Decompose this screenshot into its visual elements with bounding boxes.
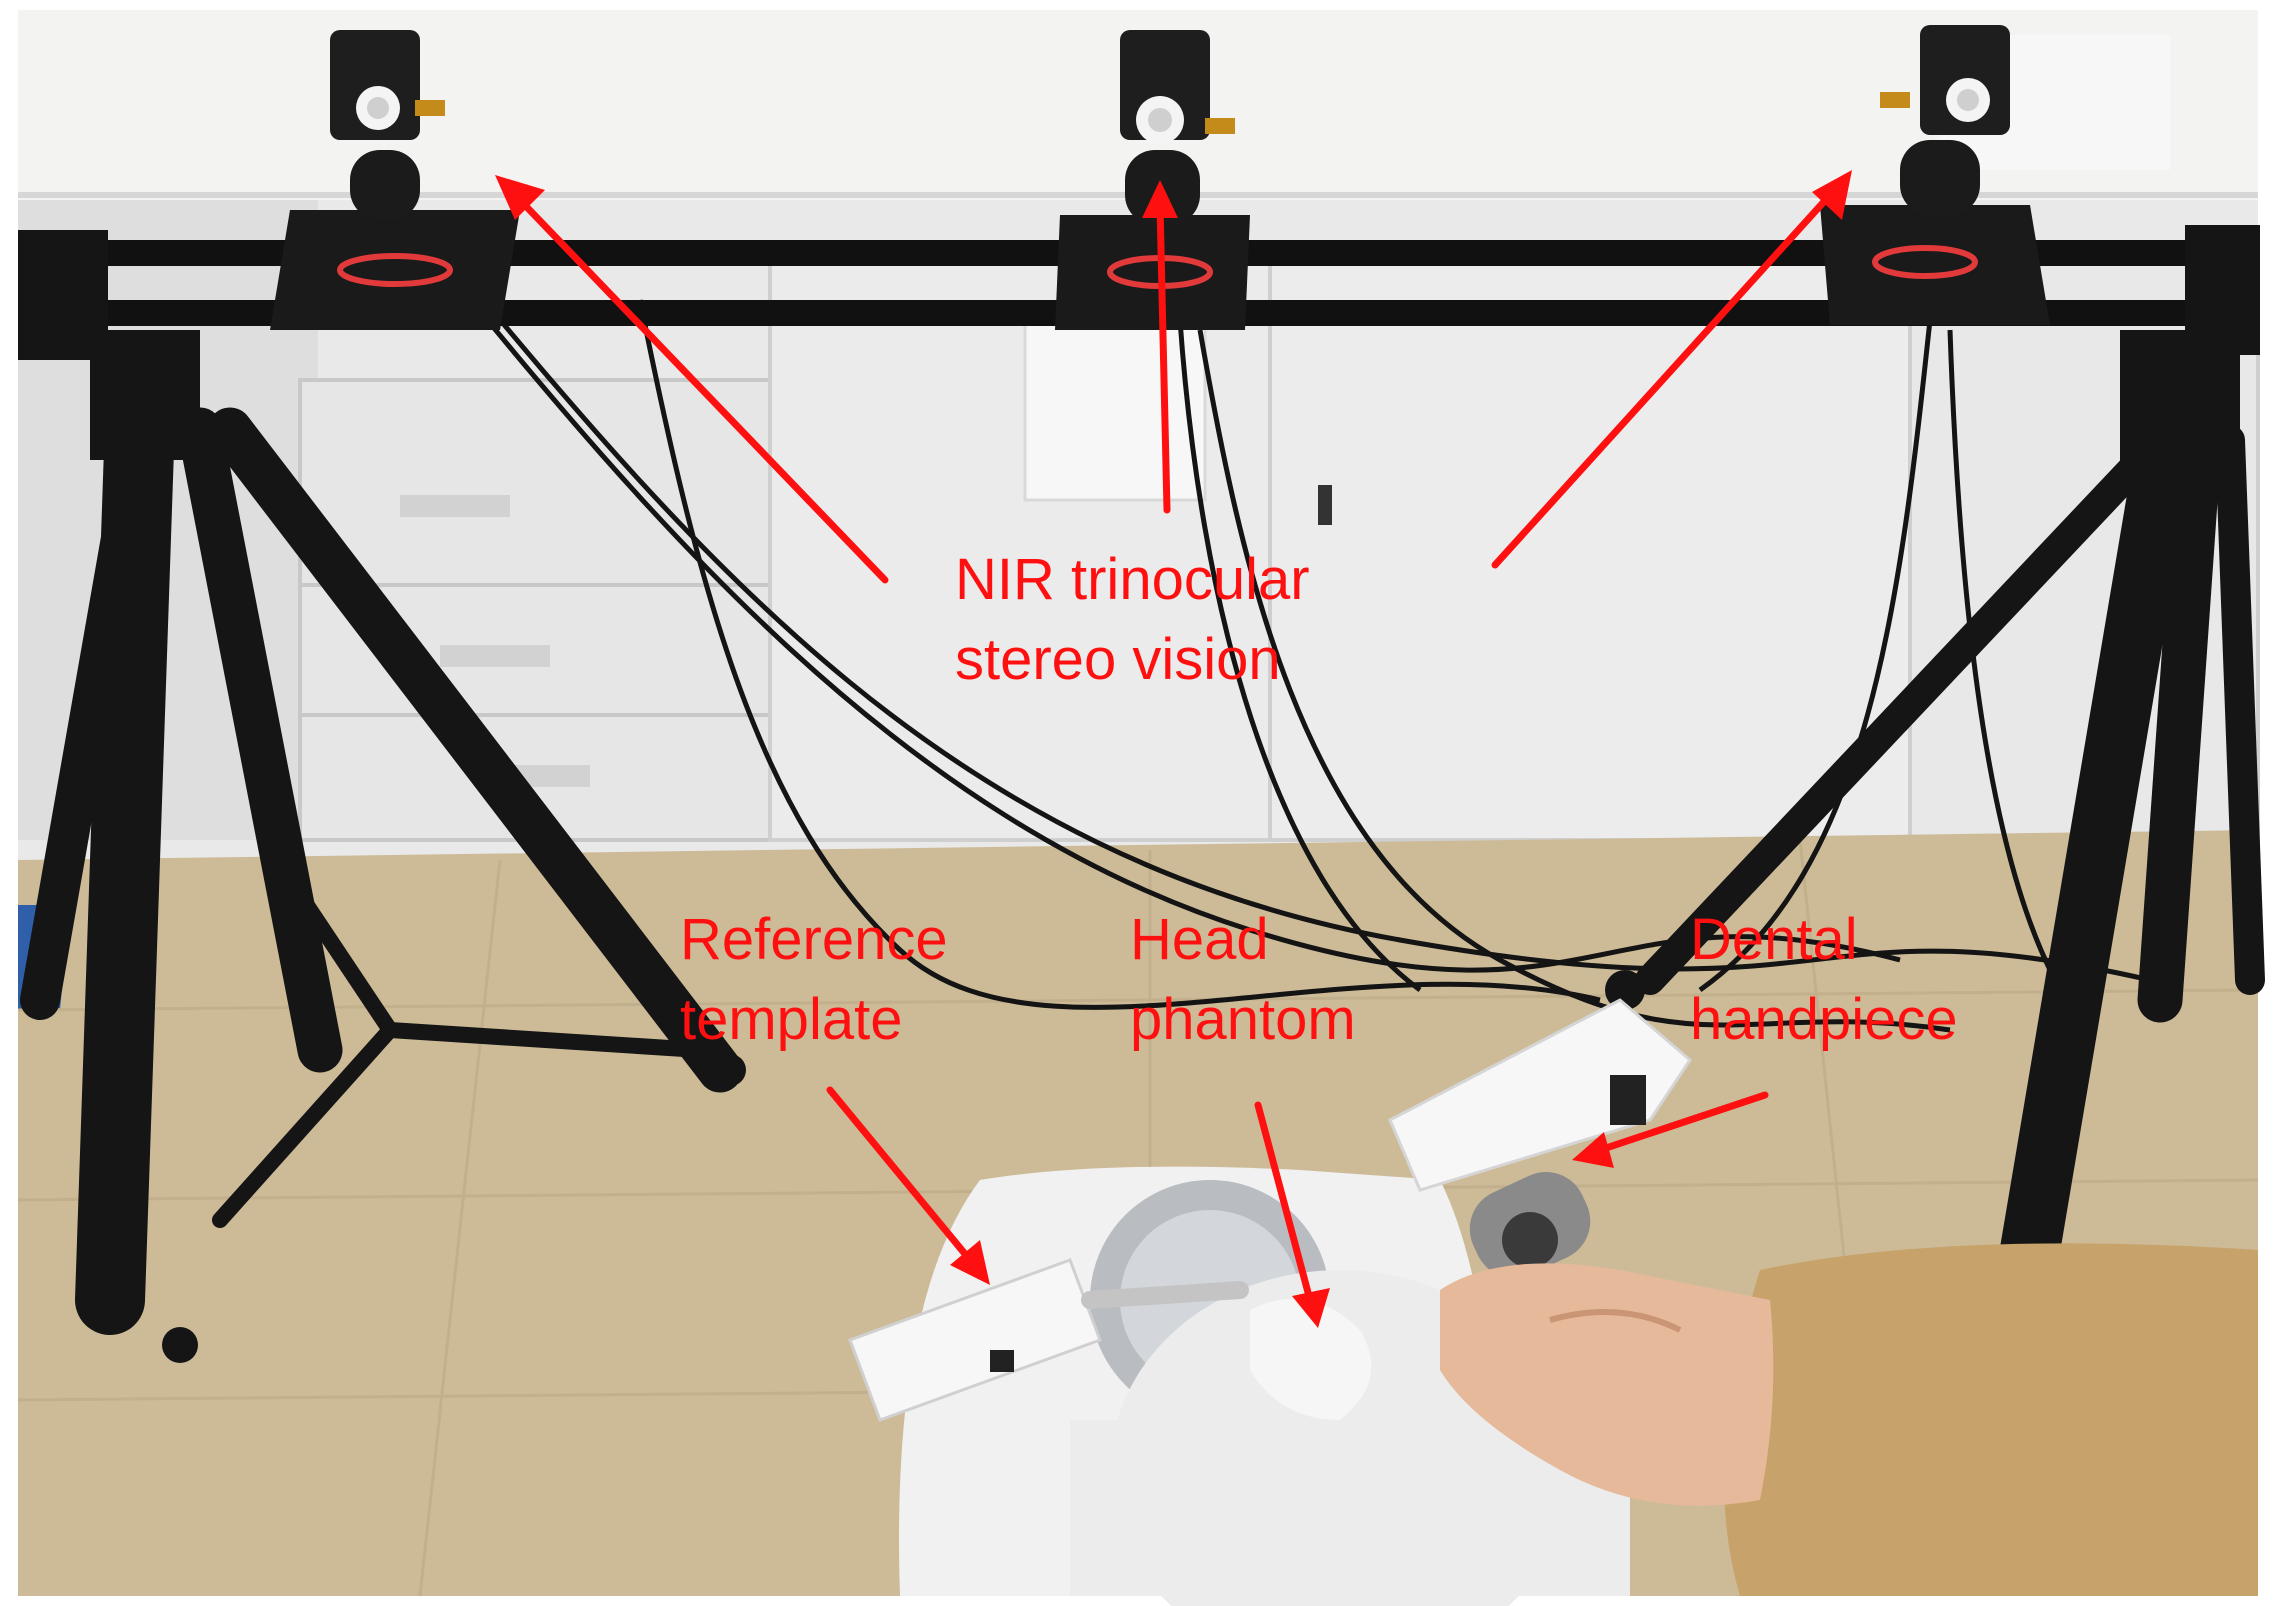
label-head-line1: Head bbox=[1130, 907, 1269, 972]
label-head-line2: phantom bbox=[1130, 987, 1356, 1052]
arrow-camera-right bbox=[1491, 170, 1852, 569]
tripod-left bbox=[20, 330, 746, 1363]
camera-rail bbox=[18, 205, 2260, 360]
dental-handpiece bbox=[1388, 998, 1692, 1278]
label-dental-line2: handpiece bbox=[1690, 987, 1958, 1052]
label-cameras-line1: NIR trinocular bbox=[955, 547, 1310, 612]
head-phantom bbox=[1110, 1270, 1570, 1606]
label-cameras: NIR trinocular stereo vision bbox=[955, 540, 1310, 700]
label-dental-handpiece: Dental handpiece bbox=[1690, 900, 1958, 1060]
arrow-camera-center bbox=[1142, 180, 1178, 514]
arrow-camera-left bbox=[495, 175, 889, 584]
reference-template bbox=[848, 1258, 1249, 1422]
tripod-right bbox=[1605, 330, 2265, 1280]
label-head-phantom: Head phantom bbox=[1130, 900, 1356, 1060]
operator-arm bbox=[1440, 1243, 2258, 1596]
label-reference-line2: template bbox=[680, 987, 903, 1052]
arrow-reference-template bbox=[826, 1086, 990, 1285]
nir-cameras bbox=[330, 25, 2010, 225]
camera-left bbox=[330, 30, 445, 220]
arrow-head-phantom bbox=[1254, 1101, 1330, 1328]
annotation-arrows bbox=[495, 170, 1852, 1328]
label-cameras-line2: stereo vision bbox=[955, 627, 1281, 692]
arrow-dental-handpiece bbox=[1572, 1091, 1769, 1168]
label-dental-line1: Dental bbox=[1690, 907, 1858, 972]
label-reference-line1: Reference bbox=[680, 907, 948, 972]
label-reference-template: Reference template bbox=[680, 900, 948, 1060]
camera-right bbox=[1880, 25, 2010, 215]
